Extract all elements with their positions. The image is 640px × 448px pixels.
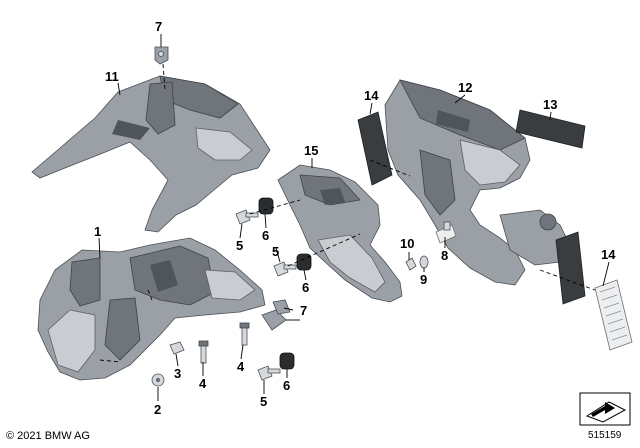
callout-9: 9 — [420, 272, 427, 287]
callout-14-right: 14 — [601, 247, 616, 262]
part-10-bulb — [405, 257, 417, 271]
callout-6-mid: 6 — [302, 280, 309, 295]
part-14-plate-light — [594, 279, 633, 351]
callout-12: 12 — [458, 80, 472, 95]
part-5-screw-b — [273, 261, 297, 277]
copyright-text: © 2021 BMW AG — [6, 430, 90, 442]
part-3-nut — [169, 341, 185, 355]
callout-3: 3 — [174, 366, 181, 381]
callout-1: 1 — [94, 224, 101, 239]
part-5-screw-c — [257, 365, 281, 381]
part-15-bracket — [277, 164, 403, 303]
part-2-nut — [151, 373, 165, 387]
part-13-reflector — [515, 109, 586, 149]
callout-13: 13 — [543, 97, 557, 112]
callout-4-right: 4 — [237, 359, 245, 374]
callout-10: 10 — [400, 236, 414, 251]
sheet-arrow-icon — [579, 392, 631, 426]
callout-7-top: 7 — [155, 19, 162, 34]
part-1-carrier — [37, 237, 266, 381]
part-4-bolt-b — [239, 322, 250, 346]
assembly-lines — [99, 63, 596, 363]
callout-4-left: 4 — [199, 376, 207, 391]
callout-labels: 7 11 1 2 3 4 4 5 6 5 6 7 6 5 15 14 12 13… — [94, 19, 616, 417]
part-11-upper-cover — [31, 75, 271, 233]
callout-6-top: 6 — [262, 228, 269, 243]
part-4-bolt-a — [198, 340, 209, 364]
part-12-plate-holder — [384, 79, 571, 286]
part-7-top-bracket — [154, 46, 169, 65]
part-6-grommet-c — [279, 352, 295, 370]
part-14-reflector-left — [357, 111, 393, 186]
leader-lines — [98, 34, 610, 401]
callout-5-top: 5 — [236, 238, 243, 253]
callout-7-right: 7 — [300, 303, 307, 318]
diagram-id: 515159 — [588, 430, 622, 441]
callout-6-bottom: 6 — [283, 378, 290, 393]
part-7-clip — [261, 299, 291, 331]
part-6-grommet-a — [258, 197, 274, 215]
part-8-socket — [435, 221, 457, 244]
part-5-screw-a — [235, 209, 259, 225]
callout-15: 15 — [304, 143, 318, 158]
callout-5-bottom: 5 — [260, 394, 267, 409]
callout-8: 8 — [441, 248, 448, 263]
callout-11: 11 — [105, 69, 119, 84]
part-9-clip — [419, 255, 429, 269]
callout-14-left: 14 — [364, 88, 379, 103]
part-14-reflector-right — [555, 231, 586, 305]
callout-5-mid: 5 — [272, 244, 279, 259]
callout-2: 2 — [154, 402, 161, 417]
